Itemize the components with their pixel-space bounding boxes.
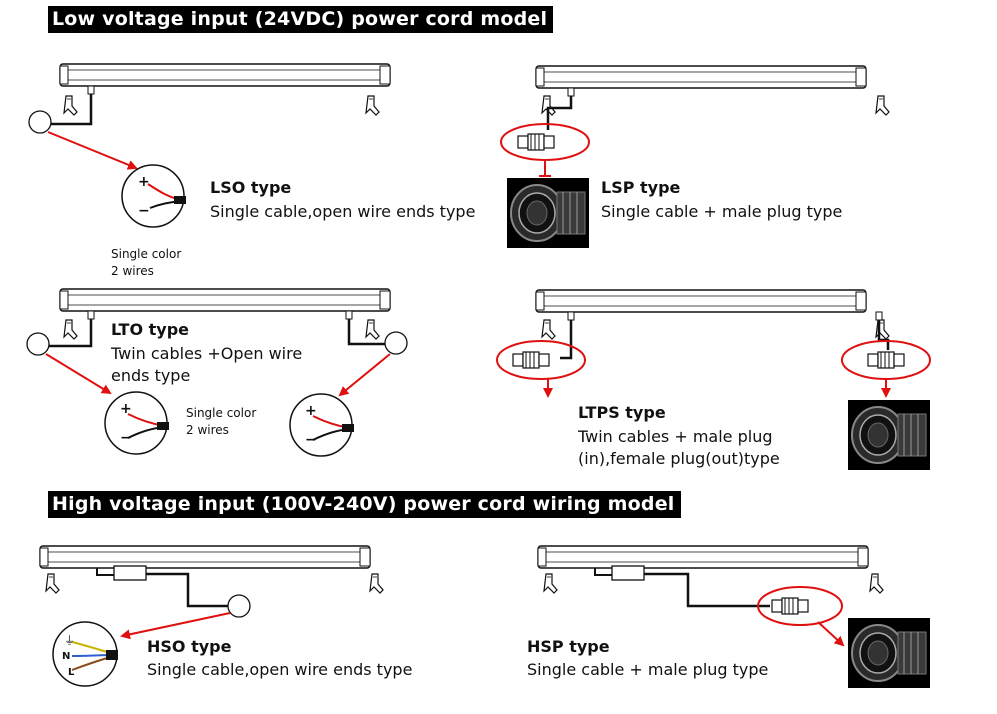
hsp-type-name: HSP type <box>527 637 610 656</box>
lto-right-wire-end-detail <box>289 393 354 457</box>
hso-live-label: L <box>68 667 75 678</box>
low-voltage-header: Low voltage input (24VDC) power cord mod… <box>48 6 554 33</box>
lso-type-name: LSO type <box>210 178 292 197</box>
lso-callout-arrow <box>47 131 138 170</box>
lto-right-callout-arrow <box>338 353 391 397</box>
hso-type-desc: Single cable,open wire ends type <box>147 660 413 679</box>
lsp-type-desc: Single cable + male plug type <box>601 202 843 221</box>
ltps-type-desc: Twin cables + male plug (in),female plug… <box>578 427 780 468</box>
lto-fixture <box>26 288 408 356</box>
hsp-plug-photo <box>847 617 931 689</box>
ltps-type-name: LTPS type <box>578 403 666 422</box>
lso-plus-label: + <box>138 174 150 190</box>
lsp-fixture <box>517 65 890 151</box>
lto-left-minus-label: − <box>120 430 132 446</box>
ltps-fixture <box>512 289 905 369</box>
hsp-fixture <box>537 545 884 615</box>
lto-wire-note: Single color 2 wires <box>186 406 257 437</box>
hso-neutral-label: N <box>62 651 71 662</box>
lto-left-plus-label: + <box>120 401 132 417</box>
hso-callout-arrow <box>120 612 231 640</box>
lso-fixture <box>28 63 391 134</box>
lto-type-desc: Twin cables +Open wire ends type <box>111 344 303 385</box>
hso-ground-label: ⏚ <box>64 634 75 647</box>
lto-left-callout-arrow <box>45 353 112 395</box>
ltps-female-plug-photo <box>847 399 931 471</box>
lso-wire-end-detail <box>121 164 186 228</box>
hsp-callout-arrow <box>817 621 845 647</box>
lto-left-wire-end-detail <box>104 391 169 455</box>
hso-type-name: HSO type <box>147 637 232 656</box>
lto-type-name: LTO type <box>111 320 190 339</box>
hsp-type-desc: Single cable + male plug type <box>527 660 769 679</box>
hsp-connector-highlight <box>757 586 843 626</box>
hso-fixture <box>39 545 384 618</box>
hso-wire-end-detail <box>52 621 118 687</box>
lsp-type-name: LSP type <box>601 178 681 197</box>
high-voltage-header: High voltage input (100V-240V) power cor… <box>48 491 681 518</box>
lto-right-minus-label: − <box>305 432 317 448</box>
ltps-male-connector-highlight <box>496 340 586 380</box>
lsp-plug-photo <box>506 177 590 249</box>
lso-minus-label: − <box>138 203 150 219</box>
lto-right-plus-label: + <box>305 403 317 419</box>
lso-type-desc: Single cable,open wire ends type <box>210 202 476 221</box>
lso-wire-note: Single color 2 wires <box>111 247 182 278</box>
